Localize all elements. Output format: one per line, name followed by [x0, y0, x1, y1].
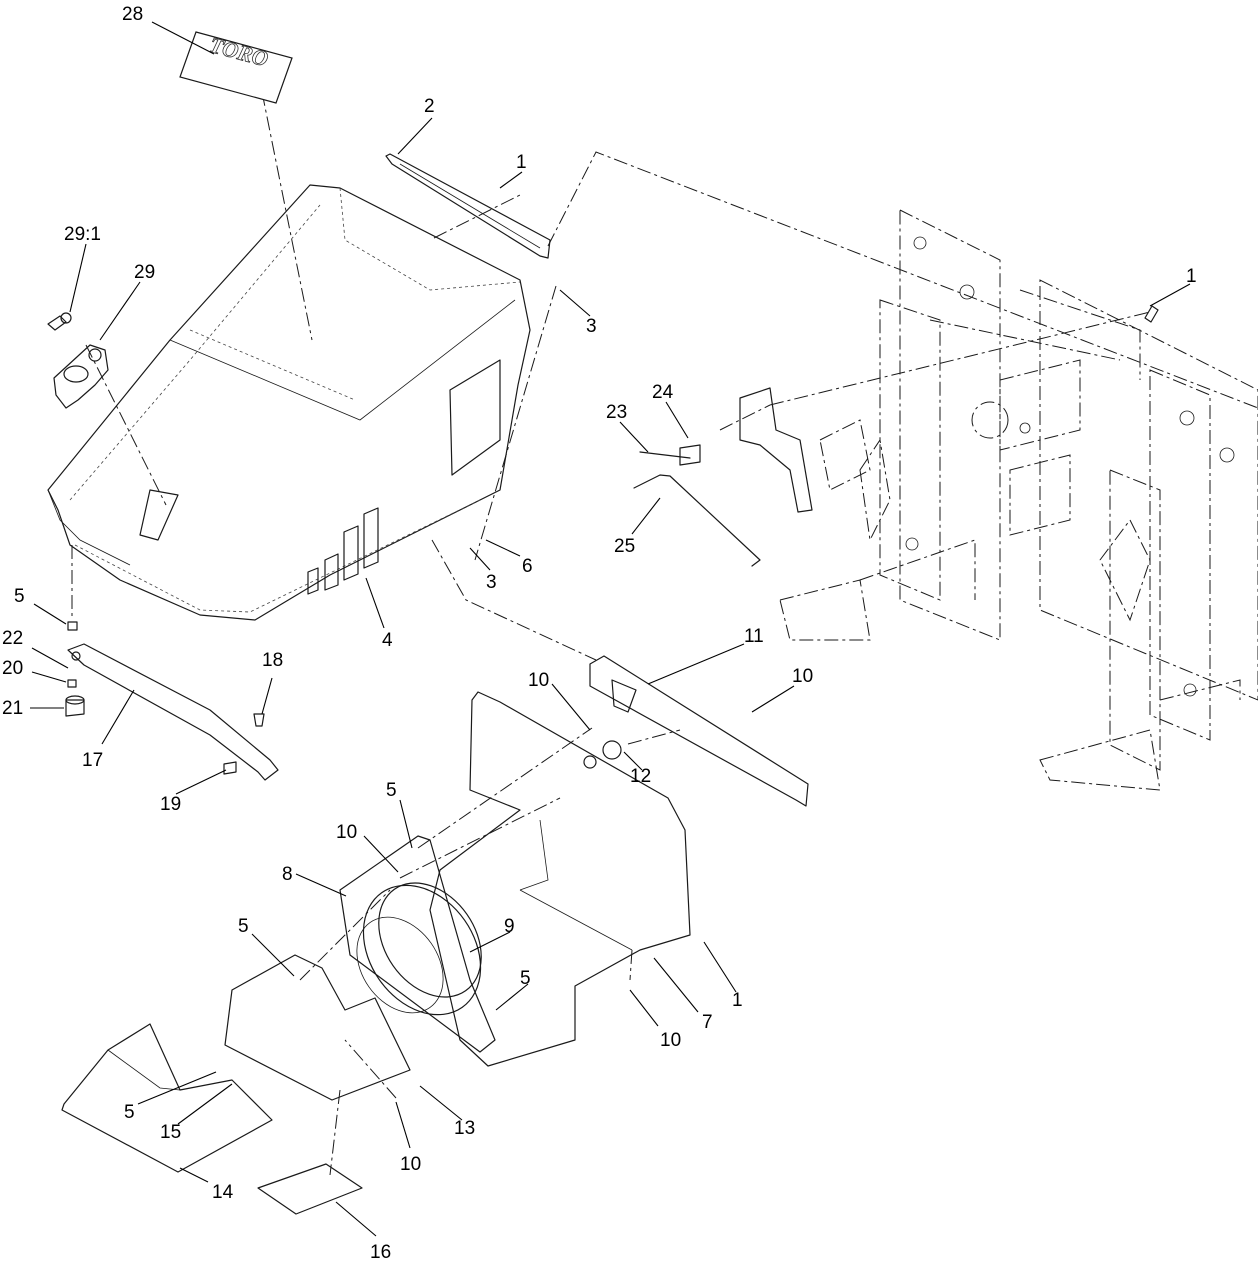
- callout-5: 5: [238, 916, 249, 937]
- callout-25: 25: [614, 536, 635, 557]
- callout-17: 17: [82, 750, 103, 771]
- callout-5: 5: [124, 1102, 135, 1123]
- indicator-scale: [385, 153, 551, 259]
- fan-housing: [339, 835, 496, 1053]
- callout-22: 22: [2, 628, 23, 649]
- callout-10: 10: [336, 822, 357, 843]
- callout-2: 2: [424, 96, 435, 117]
- callout-10: 10: [528, 670, 549, 691]
- callout-5: 5: [520, 968, 531, 989]
- callout-24: 24: [652, 382, 674, 403]
- callout-21: 21: [2, 698, 23, 719]
- callout-14: 14: [212, 1182, 234, 1203]
- callout-labels: 28 2 1 29:1 29 3 1 24 23 25 6 3 5 4 22 2…: [2, 4, 1197, 1263]
- hinge-bracket: [589, 655, 809, 807]
- toro-decal: TORO: [179, 31, 293, 104]
- callout-9: 9: [504, 916, 515, 937]
- callout-1: 1: [732, 990, 743, 1011]
- callout-5: 5: [386, 780, 397, 801]
- callout-19: 19: [160, 794, 181, 815]
- callout-18: 18: [262, 650, 283, 671]
- leader-lines: [30, 21, 1191, 1237]
- air-deflector: [224, 954, 411, 1101]
- callout-29-1: 29:1: [64, 224, 101, 245]
- callout-10: 10: [660, 1030, 681, 1051]
- lower-shield: [61, 1023, 273, 1173]
- callout-10: 10: [792, 666, 813, 687]
- callout-6: 6: [522, 556, 533, 577]
- shroud-cover: [429, 691, 691, 1067]
- callout-1: 1: [1186, 266, 1197, 287]
- callout-5: 5: [14, 586, 25, 607]
- callout-29: 29: [134, 262, 155, 283]
- callout-4: 4: [382, 630, 393, 651]
- callout-15: 15: [160, 1122, 181, 1143]
- callout-1: 1: [516, 152, 527, 173]
- callout-7: 7: [702, 1012, 713, 1033]
- screen-panel: [257, 1163, 363, 1215]
- latch-plate: [65, 621, 279, 781]
- callout-20: 20: [2, 658, 23, 679]
- callout-3: 3: [486, 572, 497, 593]
- callout-16: 16: [370, 1242, 391, 1263]
- hood: [47, 184, 531, 621]
- phantom-assembly-lines: [71, 91, 1258, 1176]
- callout-8: 8: [282, 864, 293, 885]
- callout-23: 23: [606, 402, 627, 423]
- callout-10: 10: [400, 1154, 421, 1175]
- callout-3: 3: [586, 316, 597, 337]
- latch-assembly: [47, 312, 109, 409]
- latch-rod-assembly: [633, 387, 813, 567]
- callout-28: 28: [122, 4, 143, 25]
- callout-12: 12: [630, 766, 651, 787]
- frame-assembly: [779, 209, 1258, 791]
- callout-11: 11: [744, 626, 764, 647]
- callout-13: 13: [454, 1118, 475, 1139]
